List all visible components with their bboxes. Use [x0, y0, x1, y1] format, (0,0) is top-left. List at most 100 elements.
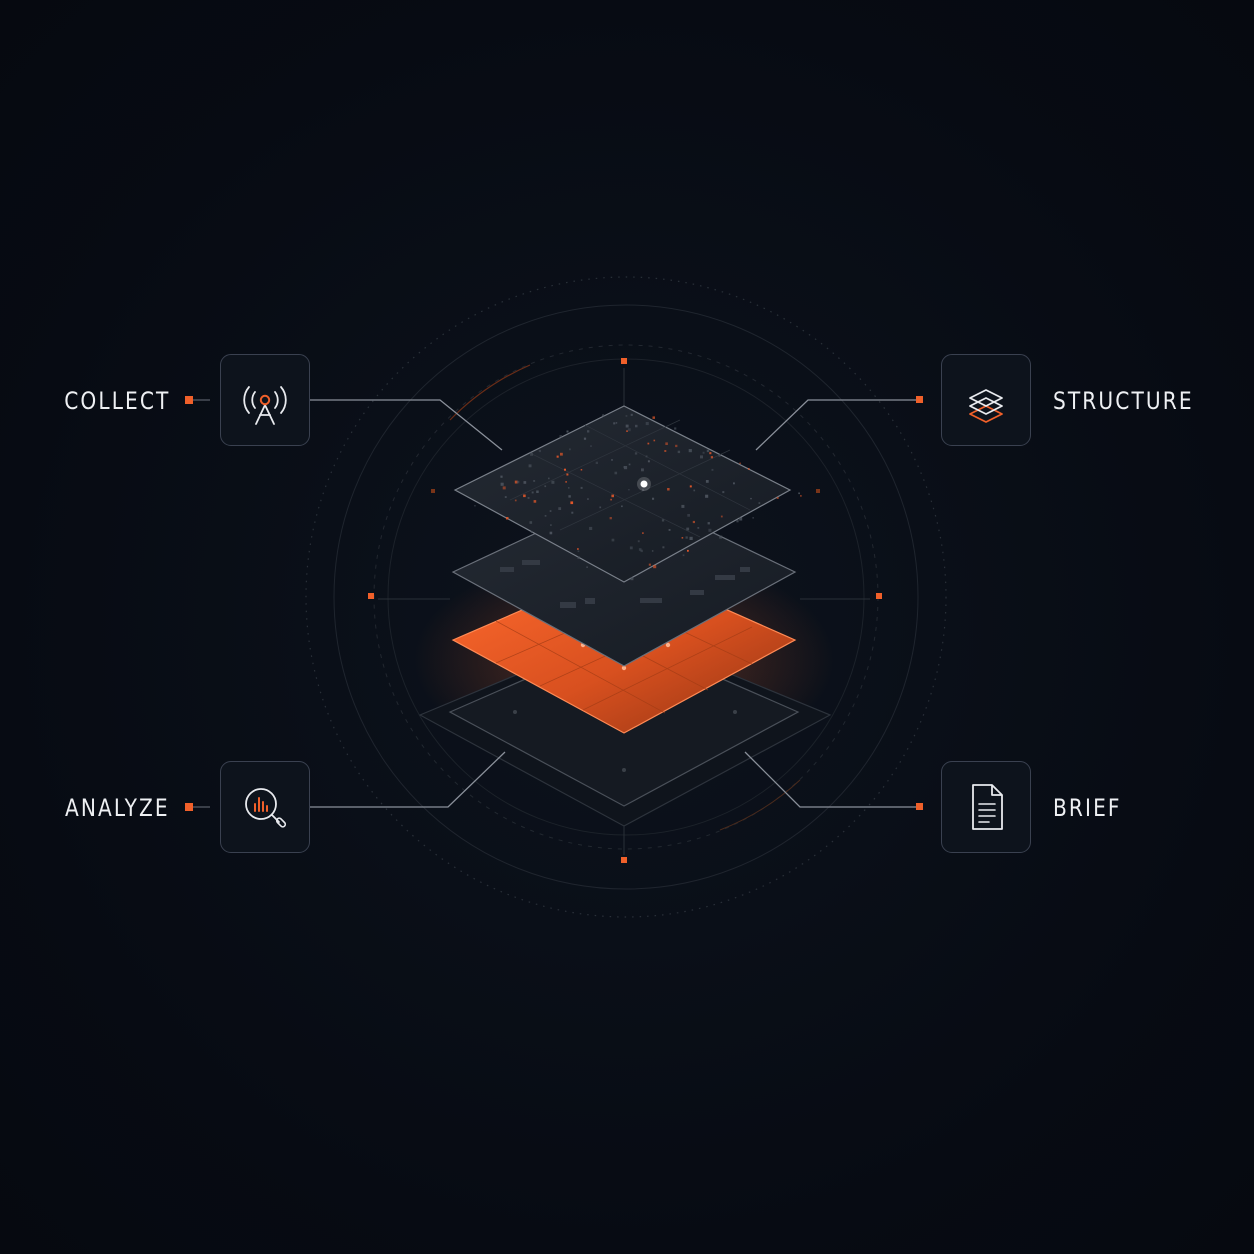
marker-structure [916, 396, 923, 403]
data-point [613, 422, 616, 425]
data-point [536, 490, 539, 493]
data-point [625, 415, 628, 417]
data-point [544, 515, 547, 517]
data-point-accent [687, 549, 689, 552]
data-point-accent [570, 501, 574, 505]
data-point [538, 449, 541, 453]
data-point [614, 471, 618, 475]
magnifier-chart-icon [245, 788, 287, 828]
data-point [611, 538, 615, 542]
data-point [739, 517, 743, 521]
data-point-accent [681, 537, 684, 539]
data-point-accent [514, 480, 518, 484]
data-point [693, 489, 696, 492]
data-point [677, 450, 681, 454]
data-point [629, 546, 633, 550]
layer-stack [414, 405, 834, 827]
data-point [722, 491, 725, 494]
analyze-box [220, 761, 310, 853]
data-point [702, 451, 705, 454]
top-layer-grid [509, 419, 751, 538]
data-point-accent [692, 520, 695, 524]
data-point [681, 504, 685, 508]
data-point [595, 461, 598, 464]
collect-box [220, 354, 310, 446]
data-point-accent [609, 517, 612, 520]
marker-left [368, 593, 374, 599]
data-point [568, 495, 571, 498]
data-point [630, 577, 634, 581]
data-point [583, 437, 587, 440]
data-point-accent [710, 456, 713, 459]
data-point [559, 435, 562, 438]
data-point [628, 463, 631, 466]
data-point [686, 527, 690, 531]
data-point [566, 430, 569, 433]
data-point [645, 422, 649, 426]
data-point [652, 497, 655, 500]
data-point [758, 502, 761, 504]
data-point-accent [502, 486, 506, 490]
data-point [638, 548, 642, 551]
data-point [527, 497, 530, 499]
data-point-accent [647, 442, 650, 445]
marker-bottom [621, 857, 627, 863]
data-point [516, 480, 520, 484]
marker-collect [185, 396, 193, 404]
data-point-accent [565, 481, 567, 483]
data-point [577, 550, 580, 553]
ring [333, 304, 919, 890]
data-point-accent [667, 488, 670, 491]
data-point [635, 424, 638, 428]
data-point-accent [560, 452, 563, 456]
connector-collect [310, 399, 503, 451]
data-point-accent [611, 494, 614, 498]
data-point [645, 455, 648, 458]
base-layer-dots [513, 710, 737, 772]
structure-label: STRUCTURE [1053, 387, 1194, 415]
data-point [500, 475, 503, 478]
data-point-accent [577, 548, 579, 550]
data-point [531, 491, 534, 494]
data-point [504, 496, 507, 498]
data-point [587, 430, 590, 433]
data-point-accent [514, 499, 517, 502]
data-point [529, 521, 533, 524]
data-point [627, 428, 631, 432]
data-point [586, 566, 588, 568]
data-point [674, 427, 677, 430]
data-point [611, 459, 613, 461]
data-point [750, 497, 752, 500]
document-icon [972, 784, 1003, 830]
data-point [528, 464, 532, 468]
layer-top [453, 405, 792, 583]
accent-arc [719, 779, 801, 831]
connector-structure [755, 399, 918, 451]
data-point [689, 536, 693, 540]
highlight-point [640, 480, 648, 488]
data-point [602, 414, 605, 417]
data-point [549, 510, 552, 512]
data-point-accent [739, 462, 741, 464]
data-point [548, 477, 550, 480]
stacked-layers-icon [969, 389, 1003, 423]
data-point [571, 511, 574, 514]
marker-brief [916, 803, 923, 810]
marker-analyze [185, 803, 193, 811]
data-point [688, 449, 692, 453]
data-point-accent [648, 563, 651, 566]
data-point [500, 482, 504, 486]
data-point [589, 526, 593, 530]
data-point-accent [800, 495, 802, 497]
data-point [706, 449, 710, 453]
data-point [668, 529, 671, 531]
data-point-accent [664, 450, 667, 452]
data-point [569, 448, 571, 451]
data-point [587, 498, 589, 500]
top-layer-data-points [474, 413, 802, 581]
data-point-accent [665, 442, 668, 445]
data-point [599, 506, 602, 509]
data-point [640, 549, 643, 553]
outer-dotted-ring [305, 276, 947, 918]
data-point-accent [523, 494, 526, 498]
